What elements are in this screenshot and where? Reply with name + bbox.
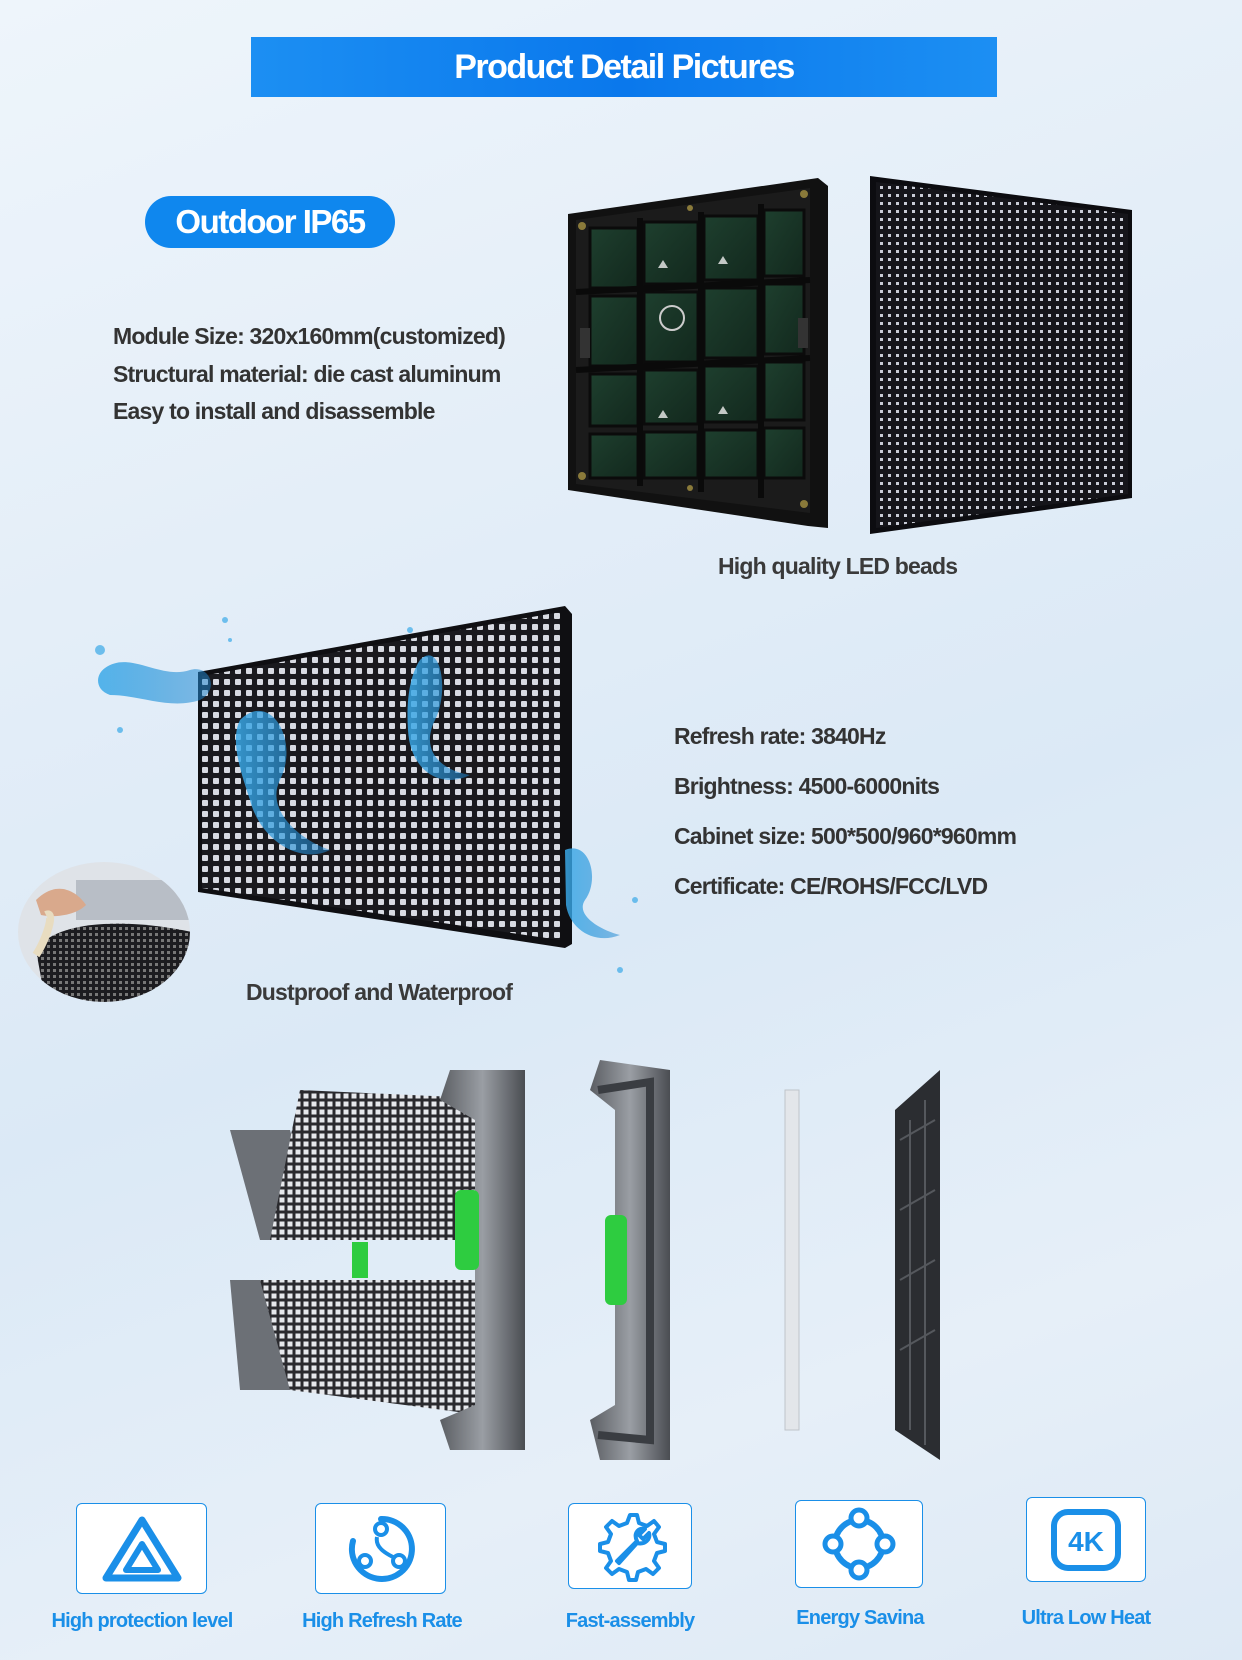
ip-rating-badge: Outdoor IP65: [145, 196, 395, 248]
feature-refresh-box: [315, 1503, 446, 1594]
feature-heat-box: 4K: [1026, 1497, 1146, 1582]
triangle-shield-icon: [102, 1516, 181, 1581]
flexible-module-inset: [18, 862, 190, 1002]
caption-led-beads: High quality LED beads: [718, 553, 958, 579]
waterproof-module-image: [95, 606, 638, 973]
wrench-gear-icon: [598, 1513, 667, 1582]
4k-icon: 4K: [1051, 1508, 1121, 1571]
spec-structural-material: Structural material: die cast aluminum: [113, 361, 501, 387]
led-module-front-image: [870, 176, 1132, 534]
feature-energy-box: [795, 1500, 923, 1588]
feature-protection-box: [76, 1503, 207, 1594]
spec-refresh-rate: Refresh rate: 3840Hz: [674, 723, 886, 749]
feature-heat-label: Ultra Low Heat: [1021, 1607, 1152, 1629]
spec-cabinet-size: Cabinet size: 500*500/960*960mm: [674, 823, 1017, 849]
spec-brightness: Brightness: 4500-6000nits: [674, 773, 940, 799]
feature-energy-label: Energy Savina: [796, 1607, 924, 1629]
feature-protection-label: High protection level: [51, 1610, 233, 1632]
4k-icon-text: 4K: [1068, 1526, 1104, 1557]
refresh-cycle-icon: [348, 1515, 415, 1582]
spec-certificate: Certificate: CE/ROHS/FCC/LVD: [674, 873, 988, 899]
led-module-back-image: [568, 178, 828, 528]
feature-assembly-label: Fast-assembly: [565, 1610, 695, 1632]
ip-rating-label: Outdoor IP65: [175, 203, 366, 240]
feature-assembly-box: [568, 1503, 692, 1589]
caption-dustproof-waterproof: Dustproof and Waterproof: [246, 979, 513, 1005]
page-title: Product Detail Pictures: [454, 47, 795, 86]
page-title-banner: Product Detail Pictures: [251, 37, 997, 97]
spec-easy-install: Easy to install and disassemble: [113, 398, 435, 424]
network-nodes-icon: [822, 1507, 896, 1581]
feature-refresh-label: High Refresh Rate: [302, 1610, 463, 1632]
spec-module-size: Module Size: 320x160mm(customized): [113, 323, 506, 349]
cabinet-exploded-view-image: [230, 1060, 940, 1460]
